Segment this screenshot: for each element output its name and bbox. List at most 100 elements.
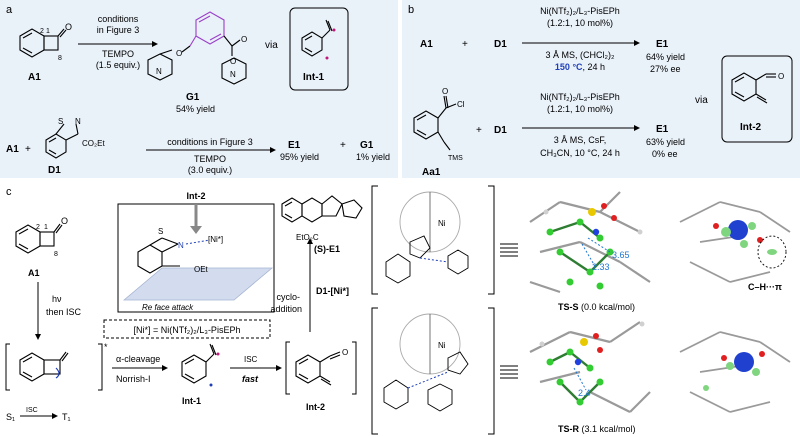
d1-nitrogen: N xyxy=(75,117,81,126)
b-row2-catalyst: Ni(NTf₂)₂/L₃-PisEPh xyxy=(540,92,620,102)
a1-label: A1 xyxy=(28,72,41,83)
c-int1-structure xyxy=(181,343,217,384)
b-row2-aa1: Aa1 xyxy=(422,167,441,178)
b-row1-d1: D1 xyxy=(494,39,507,50)
ts-r-equivalent-icon xyxy=(500,365,518,379)
a1-ring-num-2: 2 xyxy=(40,28,44,35)
ts-s-3d-model xyxy=(529,191,651,294)
ts-s-bracket-left xyxy=(371,185,378,295)
int2-bracket-left xyxy=(285,341,290,395)
b-row1-arrowhead xyxy=(634,40,640,46)
g1-oxygen-2: O xyxy=(241,35,247,44)
se1-ester: EtO₂C xyxy=(296,233,319,242)
excited-mark: * xyxy=(104,342,108,352)
ts-s-energy: (0.0 kcal/mol) xyxy=(579,302,636,312)
b-row2-additive: 3 Å MS, CsF, xyxy=(554,135,607,145)
row2-arrowhead xyxy=(270,147,276,153)
ni-definition-box xyxy=(103,319,271,339)
a1-structure xyxy=(19,28,67,58)
se1-label: (S)-E1 xyxy=(314,244,340,254)
int1-radical-dot-2 xyxy=(325,56,329,60)
row2-e1-label: E1 xyxy=(288,140,301,151)
panel-b: b A1 + D1 Ni(NTf₂)₂/L₃-PisEPh (1.2:1, 10… xyxy=(402,0,800,178)
c-a1-oxygen: O xyxy=(61,216,68,226)
via-label-b: via xyxy=(695,95,708,106)
cleavage-arrowhead xyxy=(162,365,168,371)
ts-r-ni: Ni xyxy=(438,341,446,350)
b-row2-e1: E1 xyxy=(656,124,669,135)
cleavage-curve xyxy=(55,367,60,379)
ts-r-distance-1: 2.4 xyxy=(578,388,591,398)
fast-isc-label: ISC xyxy=(244,355,258,364)
g1-structure xyxy=(147,11,247,85)
ts-s-label: TS-S xyxy=(558,302,579,312)
row1-conditions-1: conditions xyxy=(98,14,139,24)
b-row2-arrowhead xyxy=(634,125,640,131)
b-row2-solvent: CH₃CN, 10 °C, 24 h xyxy=(540,148,620,158)
panel-c-scheme: c O 2 1 8 A1 hν then ISC * S₁ ISC T₁ α-c… xyxy=(5,185,791,435)
panel-b-scheme: b A1 + D1 Ni(NTf₂)₂/L₃-PisEPh (1.2:1, 10… xyxy=(408,4,793,178)
state-t1: T₁ xyxy=(62,412,71,422)
ts-r-energy: (3.1 kcal/mol) xyxy=(579,424,636,434)
int1-structure xyxy=(301,19,333,57)
ts-r-bracket-right xyxy=(488,307,495,435)
int1-box xyxy=(289,7,349,91)
cyclo-line-2: addition xyxy=(270,304,302,314)
row2-g1-yield: 1% yield xyxy=(356,152,390,162)
g1-yield: 54% yield xyxy=(176,104,215,114)
state-s1: S₁ xyxy=(6,412,15,422)
nci-plot-r xyxy=(679,331,791,413)
ts-r-bracket-left xyxy=(371,307,378,435)
cyclo-arrowhead xyxy=(307,238,313,244)
c-int2-oxygen: O xyxy=(342,348,348,357)
ts-r-3d-model xyxy=(529,321,651,413)
box-ni: [Ni*] xyxy=(208,235,223,244)
ts-s-schematic xyxy=(385,191,469,284)
box-nitrogen: N xyxy=(178,241,184,250)
b-row2-d1: D1 xyxy=(494,125,507,136)
ts-r-label: TS-R xyxy=(558,424,579,434)
panel-b-letter: b xyxy=(408,4,414,16)
box-d1-structure xyxy=(137,237,180,274)
box-ni-coordination xyxy=(185,239,211,245)
aa1-tms: TMS xyxy=(448,155,463,162)
b-row1-ratio: (1.2:1, 10 mol%) xyxy=(547,18,613,28)
int1-radical-dot-1 xyxy=(332,28,336,32)
ts-s-distance-2: 2.33 xyxy=(592,262,610,272)
box-oet: OEt xyxy=(194,265,209,274)
ts-r-schematic xyxy=(383,313,469,412)
hv-label: hν xyxy=(52,294,62,304)
ts-s-forming-bond xyxy=(419,257,449,263)
cleavage-line-2: Norrish-I xyxy=(116,374,151,384)
ts-s-distance-1: 3.65 xyxy=(612,250,630,260)
box-sulfur: S xyxy=(158,227,163,236)
g1-label: G1 xyxy=(186,92,200,103)
panel-c-letter: c xyxy=(6,186,12,198)
row2-e1-yield: 95% yield xyxy=(280,152,319,162)
c-a1-structure xyxy=(15,223,63,254)
g1-oxygen-1: O xyxy=(176,49,182,58)
b-row2-plus: + xyxy=(476,125,482,136)
d1-sulfur: S xyxy=(58,117,63,126)
row2-reagent-1: TEMPO xyxy=(194,154,226,164)
b-row1-a1: A1 xyxy=(420,39,433,50)
int2-bracket-right xyxy=(352,341,357,395)
a1-oxygen: O xyxy=(65,22,72,32)
d1-ester: CO₂Et xyxy=(82,139,105,148)
a1-ring-num-1: 1 xyxy=(46,28,50,35)
ch-pi-label: C–H···π xyxy=(748,282,782,292)
b-row1-catalyst: Ni(NTf₂)₂/L₃-PisEPh xyxy=(540,6,620,16)
b-row2-ratio: (1.2:1, 10 mol%) xyxy=(547,104,613,114)
row2-g1-label: G1 xyxy=(360,140,374,151)
box-title: Int-2 xyxy=(187,191,206,201)
isc-label-1: then ISC xyxy=(46,307,82,317)
panel-a-scheme: a O 2 1 8 A1 conditions in Figure 3 TEMP… xyxy=(6,4,390,176)
re-face-plane xyxy=(122,267,274,301)
fast-label: fast xyxy=(242,374,259,384)
panel-a: a O 2 1 8 A1 conditions in Figure 3 TEMP… xyxy=(0,0,398,178)
ts-s-bracket-right xyxy=(488,185,495,295)
bracket-right xyxy=(98,343,103,391)
aa1-chloride: Cl xyxy=(457,100,465,109)
hv-arrowhead xyxy=(35,334,41,340)
int2-label-b: Int-2 xyxy=(740,122,762,133)
